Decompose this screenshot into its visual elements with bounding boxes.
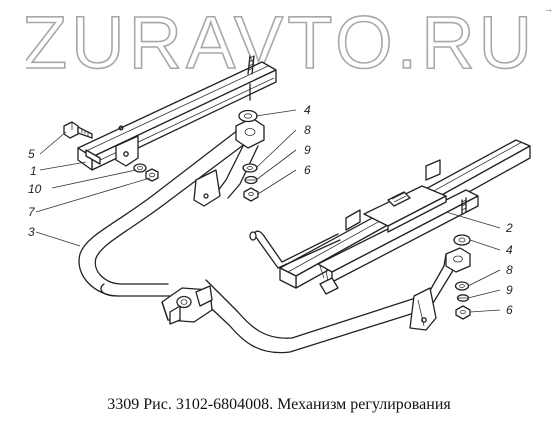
- left-slide-rail: [77, 55, 277, 171]
- callout-9-upper: 9: [304, 143, 311, 157]
- tube-frame-part-3: [78, 117, 471, 354]
- figure-caption: 3309 Рис. 3102-6804008. Механизм регулир…: [107, 396, 451, 413]
- callout-4-lower: 4: [506, 243, 513, 257]
- callout-4-upper: 4: [304, 103, 311, 117]
- callout-8-lower: 8: [506, 263, 513, 277]
- watermark-text: ZURAVTO.RU: [26, 1, 532, 84]
- right-slide-rail: [249, 139, 531, 295]
- upper-fastener-stack: [238, 109, 259, 202]
- center-clevis-bracket: [161, 285, 213, 325]
- callout-5: 5: [28, 147, 35, 161]
- right-fastener-stack: [453, 234, 471, 320]
- bolt-part-5: [63, 121, 93, 139]
- callout-6-lower: 6: [506, 303, 513, 317]
- watermark: ZURAVTO.RU: [26, 0, 532, 84]
- callout-leaders: [35, 109, 501, 313]
- corner-mark: →: [544, 4, 553, 14]
- callout-3: 3: [28, 225, 35, 239]
- callout-7: 7: [28, 205, 36, 219]
- callout-1: 1: [30, 164, 37, 178]
- callout-8-upper: 8: [304, 123, 311, 137]
- callout-9-lower: 9: [506, 283, 513, 297]
- nut-washer-left: [133, 163, 159, 182]
- callout-labels: 5 1 10 7 3 4 8 9 6 2 4 8 9 6: [28, 103, 513, 317]
- callout-10: 10: [28, 182, 42, 196]
- callout-2: 2: [505, 221, 513, 235]
- callout-6-upper: 6: [304, 163, 311, 177]
